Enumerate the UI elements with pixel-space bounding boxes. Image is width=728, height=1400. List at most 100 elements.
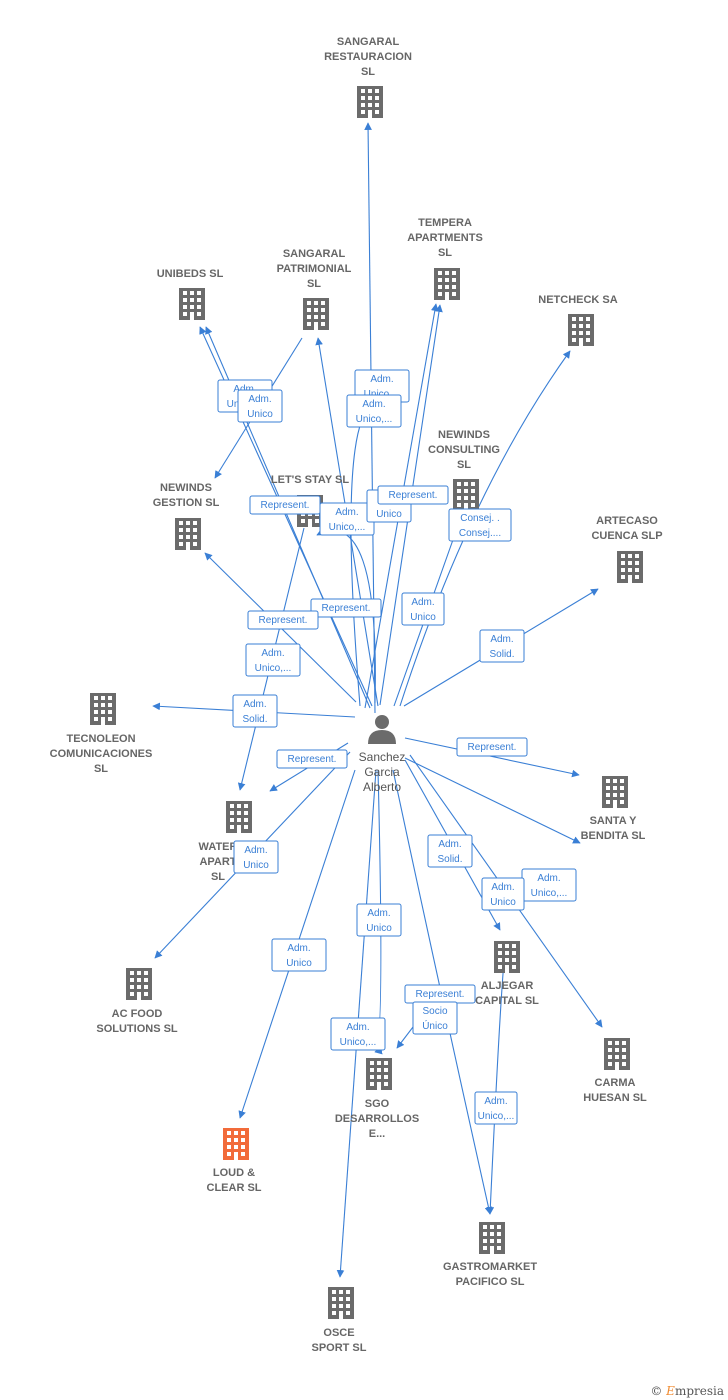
edge-label-box xyxy=(271,938,327,972)
edge-label-text: Unico xyxy=(410,612,436,623)
edge-role-label[interactable]: Adm.Unico,... xyxy=(521,868,577,902)
edge-role-label[interactable]: Represent. xyxy=(249,495,321,515)
edge-label-text: Adm. xyxy=(484,1096,507,1107)
edge-label-text: Adm. xyxy=(362,399,385,410)
edge-role-label[interactable]: Adm.Unico xyxy=(481,877,525,911)
building-icon xyxy=(366,1058,392,1090)
edge-role-label[interactable]: Adm.Unico xyxy=(356,903,402,937)
edge-label-box xyxy=(412,1001,458,1035)
edge-label-text: Único xyxy=(422,1019,448,1032)
edge-role-label[interactable]: Represent. xyxy=(377,485,449,505)
edge-label-box xyxy=(448,508,512,542)
company-node-unibeds[interactable]: UNIBEDS SL xyxy=(157,268,224,320)
edge-label-text: Represent. xyxy=(322,603,371,614)
edge-role-label[interactable]: Adm.Unico xyxy=(271,938,327,972)
edge-label-box xyxy=(346,394,402,428)
edge-role-label[interactable]: Represent. xyxy=(276,749,348,769)
edge-role-label[interactable]: Represent. xyxy=(310,598,382,618)
company-name[interactable]: UNIBEDS SL xyxy=(157,268,224,280)
edge-label-box xyxy=(237,389,283,423)
edge-role-label[interactable]: Adm.Unico xyxy=(401,592,445,626)
company-node-loud-clear[interactable]: LOUD &CLEAR SL xyxy=(207,1128,262,1194)
edge-label-text: Solid. xyxy=(489,649,514,660)
building-icon xyxy=(568,314,594,346)
edge-label-box xyxy=(481,877,525,911)
company-name[interactable]: NETCHECK SA xyxy=(538,294,618,306)
edge-label-text: Solid. xyxy=(437,854,462,865)
building-icon xyxy=(223,1128,249,1160)
person-icon xyxy=(375,715,389,729)
edge-label-text: Adm. xyxy=(370,374,393,385)
edge-label-text: Adm. xyxy=(367,908,390,919)
edge-role-label[interactable]: Adm.Unico xyxy=(237,389,283,423)
edge-label-text: Socio xyxy=(422,1006,447,1017)
building-icon xyxy=(434,268,460,300)
building-icon xyxy=(226,801,252,833)
building-icon xyxy=(126,968,152,1000)
building-icon xyxy=(90,693,116,725)
edge-label-box xyxy=(479,629,525,663)
company-node-netcheck[interactable]: NETCHECK SA xyxy=(538,294,618,346)
edge-role-label[interactable]: Adm.Unico,... xyxy=(245,643,301,677)
edge-label-text: Adm. xyxy=(248,394,271,405)
building-icon xyxy=(175,518,201,550)
edge-role-label[interactable]: Represent. xyxy=(247,610,319,630)
company-name[interactable]: LET'S STAY SL xyxy=(271,474,349,486)
edge-role-label[interactable]: Adm.Unico,... xyxy=(330,1017,386,1051)
edge-role-label[interactable]: Adm.Solid. xyxy=(232,694,278,728)
edge-role-label[interactable]: Represent. xyxy=(456,737,528,757)
company-name[interactable]: LOUD &CLEAR SL xyxy=(207,1167,262,1194)
person-icon-body xyxy=(368,730,396,744)
edge-role-label[interactable]: Consej. .Consej.... xyxy=(448,508,512,542)
edge-role-label[interactable]: Adm.Unico,... xyxy=(319,502,375,536)
company-node-lets-stay[interactable]: LET'S STAY SL xyxy=(271,474,349,527)
edge-label-text: Adm. xyxy=(490,634,513,645)
edge-role-label[interactable]: Represent. xyxy=(404,984,476,1004)
edge-role-label[interactable]: Adm.Unico xyxy=(233,840,279,874)
copyright-symbol: © xyxy=(650,1384,663,1398)
edge-role-label[interactable]: Adm.Solid. xyxy=(427,834,473,868)
edge-label-text: Solid. xyxy=(242,714,267,725)
edge-role-label[interactable]: Adm.Unico,... xyxy=(346,394,402,428)
edge-role-label[interactable]: Adm.Unico,... xyxy=(474,1091,518,1125)
edge-label-box xyxy=(356,903,402,937)
edge-role-label[interactable]: Adm. Solid. xyxy=(479,629,525,663)
edge-label-text: Represent. xyxy=(468,742,517,753)
building-icon xyxy=(303,298,329,330)
edge-label-text: Adm. xyxy=(287,943,310,954)
